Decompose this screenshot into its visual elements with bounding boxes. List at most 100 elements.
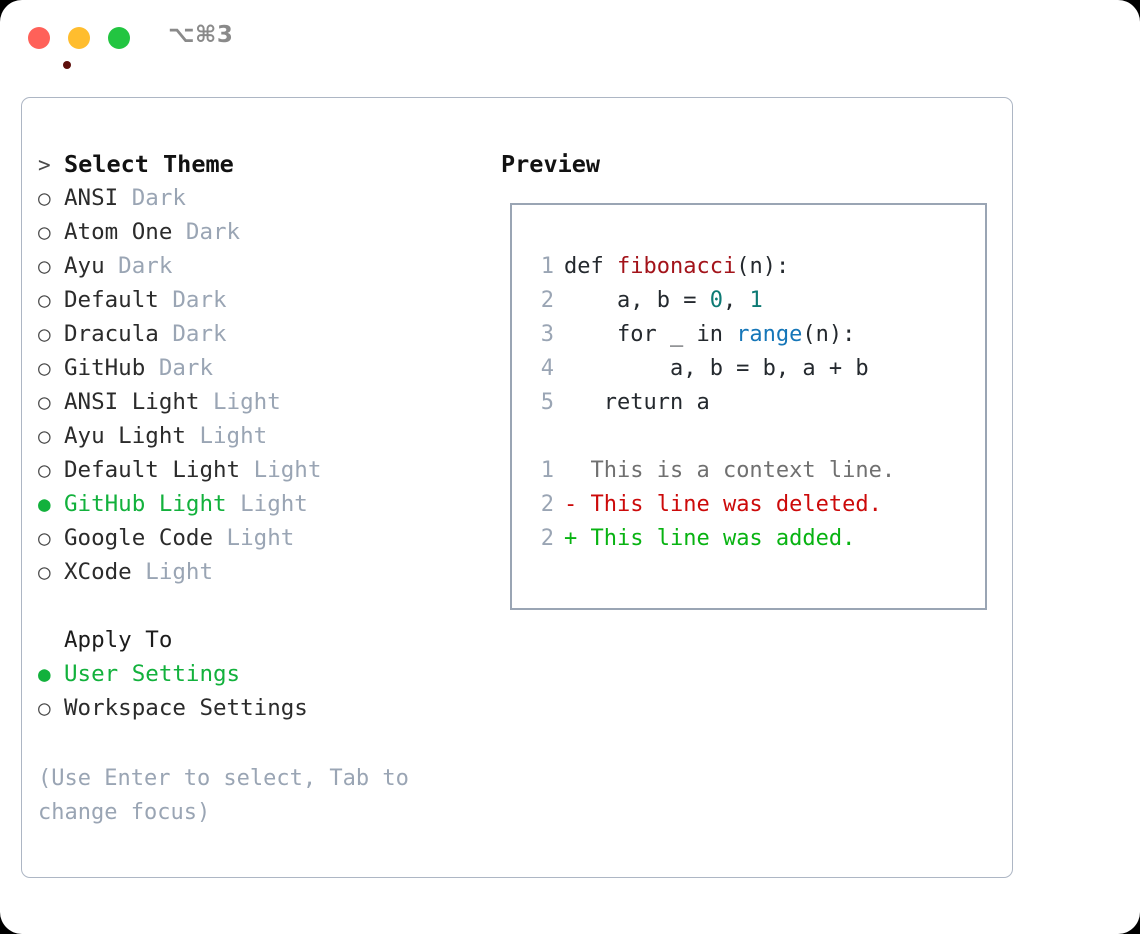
code-line: 1 def fibonacci(n): xyxy=(528,250,895,284)
theme-list-item[interactable]: ○ Google Code Light xyxy=(38,521,478,555)
theme-list-item[interactable]: ○ Atom One Dark xyxy=(38,215,478,249)
apply-to-heading-label: Apply To xyxy=(64,627,173,653)
theme-list-item[interactable]: ○ Default Dark xyxy=(38,283,478,317)
diff-marker: - xyxy=(564,492,578,517)
code-token: range xyxy=(736,322,803,347)
theme-picker: >Select Theme ○ANSI Dark○Atom One Dark○A… xyxy=(38,147,478,725)
close-icon[interactable] xyxy=(28,27,71,69)
radio-unselected-icon: ○ xyxy=(38,458,51,482)
theme-variant-badge: Dark xyxy=(158,321,227,347)
maximize-icon[interactable] xyxy=(108,27,130,49)
theme-name-label: ANSI xyxy=(64,185,119,211)
theme-name-label: Default Light xyxy=(64,457,241,483)
theme-variant-badge: Light xyxy=(213,525,295,551)
diff-line: 2 + This line was added. xyxy=(528,522,895,556)
theme-name-label: Ayu xyxy=(64,253,105,279)
radio-unselected-icon: ○ xyxy=(38,526,51,550)
radio-unselected-icon: ○ xyxy=(38,220,51,244)
code-token: for _ in xyxy=(564,322,737,347)
code-line: 2 a, b = 0, 1 xyxy=(528,284,895,318)
settings-panel: >Select Theme ○ANSI Dark○Atom One Dark○A… xyxy=(21,97,1013,878)
theme-name-label: Atom One xyxy=(64,219,173,245)
radio-unselected-icon: ○ xyxy=(38,356,51,380)
theme-variant-badge: Dark xyxy=(158,287,227,313)
line-number: 5 xyxy=(540,390,554,415)
keyboard-shortcut-label: ⌥⌘3 xyxy=(168,22,234,48)
line-number: 3 xyxy=(540,322,554,347)
line-number: 1 xyxy=(540,254,554,279)
theme-list-item[interactable]: ●GitHub Light Light xyxy=(38,487,478,521)
radio-unselected-icon: ○ xyxy=(38,322,51,346)
apply-to-item[interactable]: ● User Settings xyxy=(38,657,478,691)
theme-variant-badge: Light xyxy=(131,559,214,585)
theme-list: ○ ANSI Dark ○ Atom One Dark ○ Ayu Dark ○ Defaul… xyxy=(38,181,478,589)
radio-unselected-icon: ○ xyxy=(38,424,51,448)
code-token: 1 xyxy=(749,288,763,313)
theme-list-item[interactable]: ○ ANSI Dark xyxy=(38,181,478,215)
theme-name-label: Google Code xyxy=(64,525,214,551)
apply-to-heading: Apply To xyxy=(38,623,478,657)
radio-unselected-icon: ○ xyxy=(38,254,51,278)
cursor-caret-icon: > xyxy=(38,153,51,177)
line-number: 1 xyxy=(540,458,554,483)
theme-variant-badge: Dark xyxy=(118,185,186,211)
line-number: 2 xyxy=(540,288,554,313)
code-token: a, b = b, a + b xyxy=(564,356,869,381)
list-spacer xyxy=(38,589,478,623)
theme-list-item[interactable]: ○Dracula Dark xyxy=(38,317,478,351)
theme-variant-badge: Light xyxy=(240,457,322,483)
theme-name-label: GitHub xyxy=(64,355,146,381)
title-bar: ⌥⌘3 xyxy=(0,0,1140,78)
preview-heading: Preview xyxy=(501,150,601,178)
line-number: 4 xyxy=(540,356,554,381)
theme-list-item[interactable]: ○Ayu Dark xyxy=(38,249,478,283)
diff-text: This is a context line. xyxy=(577,458,896,483)
theme-list-item[interactable]: ○ XCode Light xyxy=(38,555,478,589)
code-token: fibonacci xyxy=(616,254,737,279)
keyboard-hint-text: (Use Enter to select, Tab to change focu… xyxy=(38,766,409,825)
theme-variant-badge: Dark xyxy=(145,355,214,381)
radio-selected-icon: ● xyxy=(38,492,51,516)
diff-marker xyxy=(564,458,577,483)
diff-text: This line was added. xyxy=(577,526,856,551)
apply-to-label: User Settings xyxy=(64,661,241,687)
theme-variant-badge: Dark xyxy=(172,219,241,245)
theme-name-label: Default xyxy=(64,287,159,313)
code-token: return a xyxy=(564,390,710,415)
theme-variant-badge: Light xyxy=(185,423,268,449)
apply-to-list: ● User Settings ○Workspace Settings xyxy=(38,657,478,725)
theme-variant-badge: Light xyxy=(226,491,308,517)
apply-to-item[interactable]: ○Workspace Settings xyxy=(38,691,478,725)
theme-variant-badge: Light xyxy=(199,389,281,415)
theme-picker-heading: > Select Theme xyxy=(38,147,478,181)
code-token: (n): xyxy=(802,322,856,347)
code-line: 4 a, b = b, a + b xyxy=(528,352,895,386)
line-number: 2 xyxy=(540,526,554,551)
theme-picker-heading-label: Select Theme xyxy=(64,150,234,178)
radio-unselected-icon: ○ xyxy=(38,390,51,414)
radio-selected-icon: ● xyxy=(38,662,51,686)
radio-unselected-icon: ○ xyxy=(38,288,51,312)
code-line: 3 for _ in range(n): xyxy=(528,318,895,352)
diff-marker: + xyxy=(564,526,578,551)
theme-list-item[interactable]: ○ Default Light Light xyxy=(38,453,478,487)
line-number: 2 xyxy=(540,492,554,517)
diff-line: 2- This line was deleted. xyxy=(528,488,895,522)
code-blank-line xyxy=(528,420,895,454)
code-token: 0 xyxy=(709,288,723,313)
theme-list-item[interactable]: ○Ayu Light Light xyxy=(38,419,478,453)
theme-name-label: ANSI Light xyxy=(64,389,200,415)
theme-name-label: XCode xyxy=(64,559,132,585)
recording-indicator-icon xyxy=(63,61,71,69)
code-token: (n): xyxy=(736,254,790,279)
radio-unselected-icon: ○ xyxy=(38,560,51,584)
code-token: def xyxy=(564,254,617,279)
diff-line: 1 This is a context line. xyxy=(528,454,895,488)
theme-list-item[interactable]: ○ ANSI Light Light xyxy=(38,385,478,419)
theme-list-item[interactable]: ○ GitHub Dark xyxy=(38,351,478,385)
minimize-icon[interactable] xyxy=(68,27,90,49)
radio-unselected-icon: ○ xyxy=(38,186,51,210)
code-line: 5 return a xyxy=(528,386,895,420)
